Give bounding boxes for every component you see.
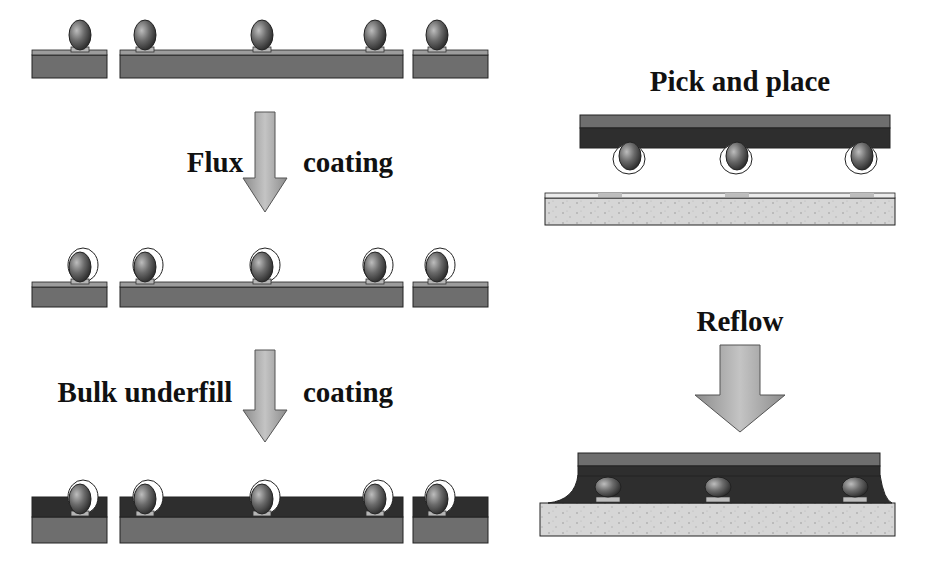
process-arrow <box>243 350 287 442</box>
substrate <box>545 193 895 225</box>
bumped-wafer <box>32 20 488 78</box>
process-arrow <box>243 112 287 212</box>
step-title: Reflow <box>697 306 784 338</box>
step-label: coating <box>303 147 393 179</box>
reflow-arrow <box>695 345 785 432</box>
step-label: Bulk underfill <box>58 377 233 409</box>
assembled-package <box>540 453 895 536</box>
step-label: coating <box>303 377 393 409</box>
underfill-coated-wafer <box>32 480 488 543</box>
flux-coated-wafer <box>32 248 488 307</box>
step-label: Flux <box>187 147 243 179</box>
flipped-chip <box>580 115 890 174</box>
step-title: Pick and place <box>650 66 830 98</box>
